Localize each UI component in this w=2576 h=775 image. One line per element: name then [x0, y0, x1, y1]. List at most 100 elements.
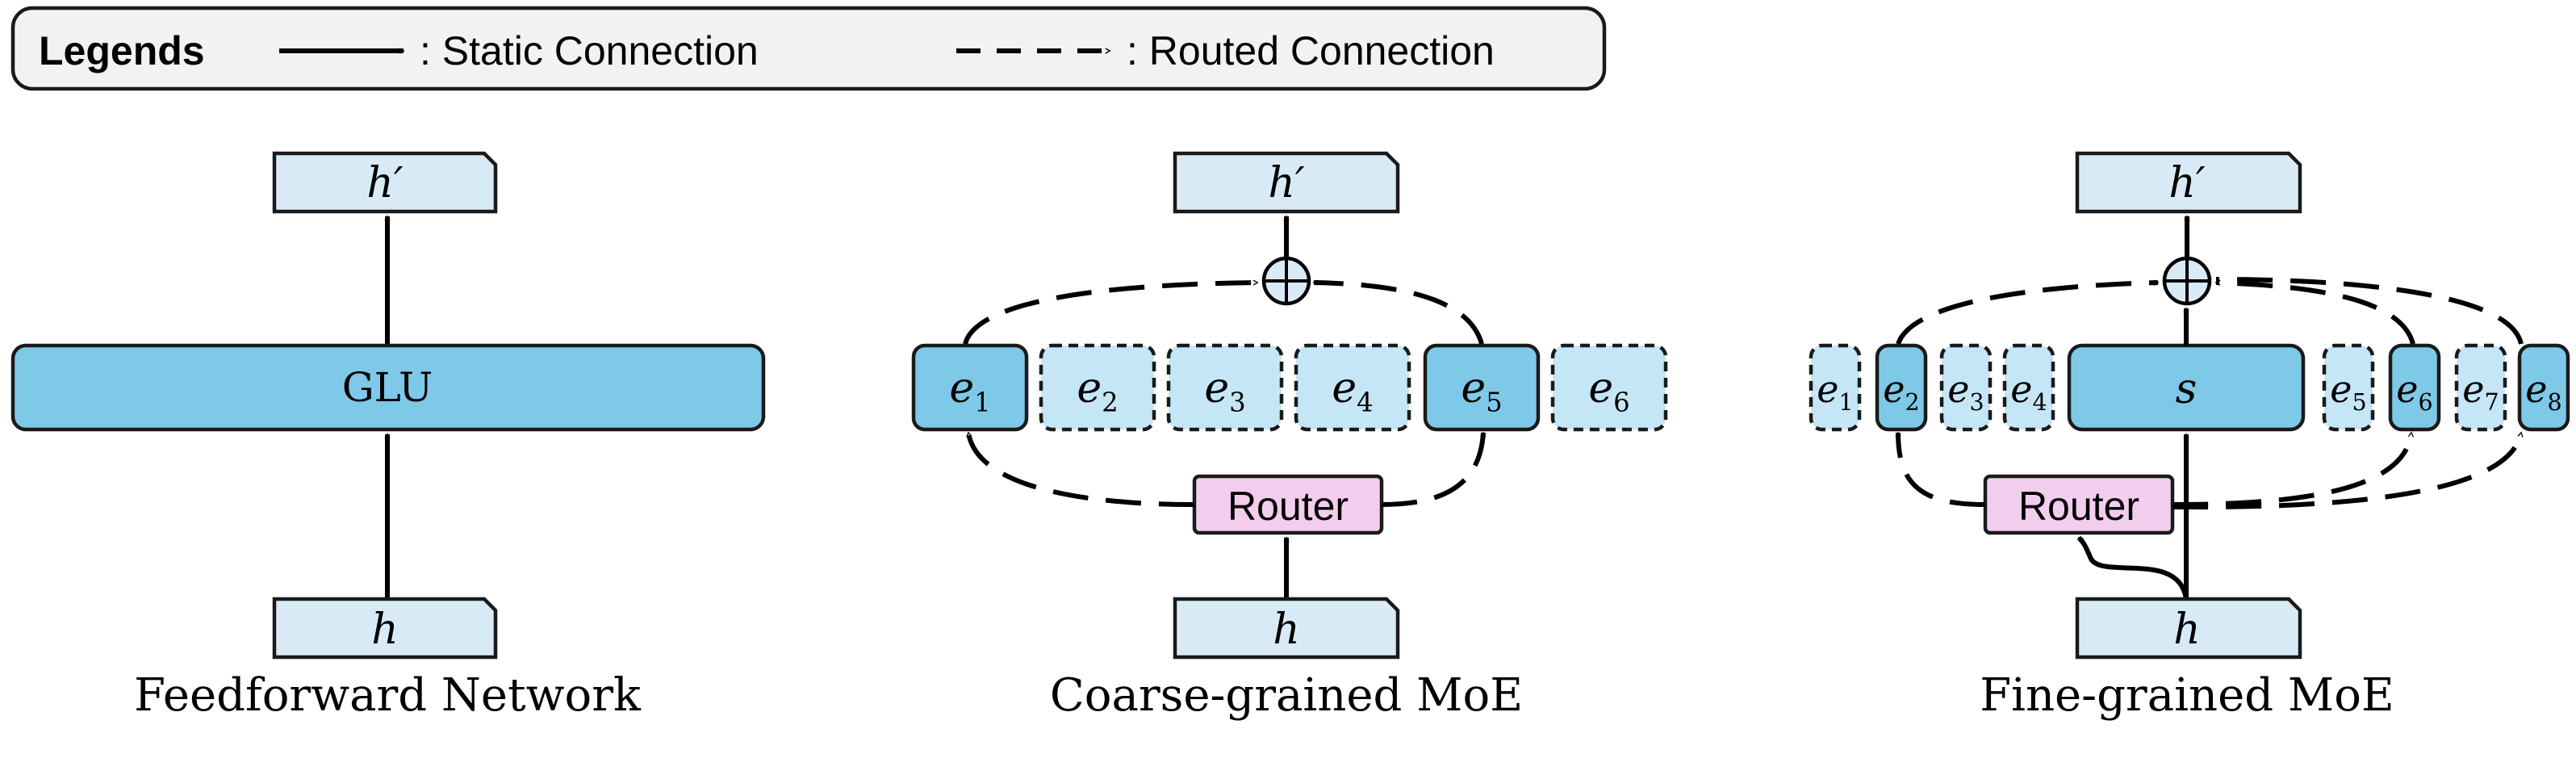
- fine-routed-e6-to-sum: [2214, 279, 2415, 345]
- coarse-expert-label-subscript: 2: [1102, 387, 1119, 417]
- fine-expert-label-subscript: 7: [2485, 389, 2499, 416]
- fine-expert-2-active: [1875, 343, 1928, 432]
- fine-expert-label-base: e: [2525, 367, 2547, 411]
- coarse-router-to-e1-arrow: [966, 431, 1195, 507]
- fine-input-to-router-arrow: [2076, 535, 2189, 600]
- fine-expert-label: e3: [1947, 367, 1984, 416]
- ffn-output-label: h′: [366, 159, 403, 207]
- legend: Legends : Static Connection : Routed Con…: [10, 6, 1607, 91]
- ffn-output-box: [272, 151, 498, 214]
- fine-caption: Fine-grained MoE: [1980, 669, 2394, 722]
- ffn-caption: Feedforward Network: [134, 669, 642, 722]
- coarse-routed-e5-to-sum: [1312, 279, 1484, 345]
- legend-title: Legends: [39, 28, 205, 73]
- coarse-expert-label-base: e: [949, 364, 974, 413]
- coarse-expert-label: e4: [1332, 364, 1373, 417]
- coarse-expert-3-inactive: [1166, 343, 1284, 432]
- coarse-caption: Coarse-grained MoE: [1050, 669, 1523, 722]
- coarse-expert-label: e5: [1461, 364, 1502, 417]
- fine-expert-label-subscript: 6: [2419, 389, 2433, 416]
- fine-expert-label: e5: [2330, 367, 2366, 416]
- fine-expert-8-active: [2517, 343, 2570, 432]
- coarse-expert-2-inactive: [1039, 343, 1156, 432]
- coarse-input-box: [1173, 597, 1400, 660]
- coarse-expert-label: e2: [1077, 364, 1118, 417]
- fine-expert-7-inactive: [2454, 343, 2507, 432]
- fine-expert-label: e8: [2525, 367, 2561, 416]
- coarse-expert-6-inactive: [1550, 343, 1668, 432]
- fine-expert-label-base: e: [2462, 367, 2484, 411]
- coarse-expert-label-base: e: [1204, 364, 1229, 413]
- fine-output-box: [2075, 151, 2302, 214]
- fine-router-to-e6-arrow: [2172, 431, 2414, 507]
- fine-router-to-e2-arrow: [1895, 431, 1986, 507]
- ffn-input-box: [272, 597, 498, 660]
- fine-expert-label-subscript: 3: [1970, 389, 1984, 416]
- fine-expert-6-active: [2388, 343, 2441, 432]
- legend-static-label: : Static Connection: [420, 28, 759, 73]
- fine-output-label: h′: [2168, 159, 2205, 207]
- coarse-expert-label-subscript: 3: [1229, 387, 1246, 417]
- fine-router-label: Router: [2018, 484, 2139, 529]
- coarse-expert-label: e6: [1588, 364, 1629, 417]
- coarse-expert-label-base: e: [1077, 364, 1102, 413]
- fine-expert-3-inactive: [1939, 343, 1993, 432]
- fine-expert-label-subscript: 2: [1905, 389, 1920, 416]
- coarse-input-label: h: [1273, 605, 1300, 654]
- coarse-output-box: [1173, 151, 1400, 214]
- coarse-expert-label-subscript: 1: [974, 387, 991, 417]
- fine-expert-label-subscript: 1: [1839, 389, 1854, 416]
- legend-routed-label: : Routed Connection: [1127, 28, 1495, 73]
- ffn-input-label: h: [371, 605, 399, 654]
- coarse-expert-label-base: e: [1461, 364, 1486, 413]
- coarse-expert-label-base: e: [1332, 364, 1357, 413]
- fine-expert-1-inactive: [1809, 343, 1862, 432]
- fine-expert-label: e2: [1883, 367, 1919, 416]
- fine-sum-node-icon: [2162, 256, 2212, 306]
- fine-expert-label: e6: [2396, 367, 2432, 416]
- fine-expert-label: e1: [1817, 367, 1853, 416]
- coarse-expert-4-inactive: [1294, 343, 1411, 432]
- fine-expert-label-subscript: 5: [2352, 389, 2367, 416]
- fine-input-box: [2075, 597, 2302, 660]
- coarse-expert-5-active: [1423, 343, 1541, 432]
- fine-expert-label-base: e: [2330, 367, 2352, 411]
- coarse-expert-label: e3: [1204, 364, 1245, 417]
- coarse-expert-label-subscript: 6: [1613, 387, 1630, 417]
- fine-expert-label-base: e: [1947, 367, 1969, 411]
- coarse-expert-label: e1: [949, 364, 990, 417]
- fine-expert-5-inactive: [2322, 343, 2375, 432]
- fine-expert-label-base: e: [2010, 367, 2032, 411]
- coarse-sum-node-icon: [1261, 256, 1311, 306]
- coarse-expert-label-subscript: 4: [1357, 387, 1374, 417]
- coarse-router-label: Router: [1227, 484, 1349, 529]
- fine-expert-4-inactive: [2002, 343, 2055, 432]
- fine-expert-label-subscript: 8: [2548, 389, 2562, 416]
- coarse-expert-1-active: [911, 343, 1029, 432]
- fine-expert-label-base: e: [1883, 367, 1905, 411]
- coarse-expert-label-subscript: 5: [1486, 387, 1503, 417]
- coarse-routed-e1-to-sum: [963, 279, 1259, 345]
- coarse-output-label: h′: [1268, 159, 1304, 207]
- fine-input-label: h: [2173, 605, 2201, 654]
- fine-expert-label-subscript: 4: [2033, 389, 2047, 416]
- ffn-glu-block: [10, 343, 766, 432]
- fine-shared-expert-label: s: [2176, 365, 2198, 413]
- fine-routed-e8-to-sum: [2215, 277, 2524, 345]
- coarse-router-to-e5-arrow: [1381, 431, 1487, 507]
- fine-routed-e2-to-sum: [1896, 279, 2160, 346]
- fine-router-to-e8-arrow: [2172, 431, 2524, 510]
- fine-expert-label-base: e: [2396, 367, 2418, 411]
- fine-expert-label: e4: [2010, 367, 2047, 416]
- coarse-expert-label-base: e: [1588, 364, 1613, 413]
- ffn-glu-label: GLU: [342, 364, 433, 411]
- fine-expert-label: e7: [2462, 367, 2499, 416]
- legend-box: [10, 6, 1607, 91]
- panel-feedforward-network: h′ GLU h Feedforward Network: [10, 151, 766, 722]
- fine-expert-label-base: e: [1817, 367, 1838, 411]
